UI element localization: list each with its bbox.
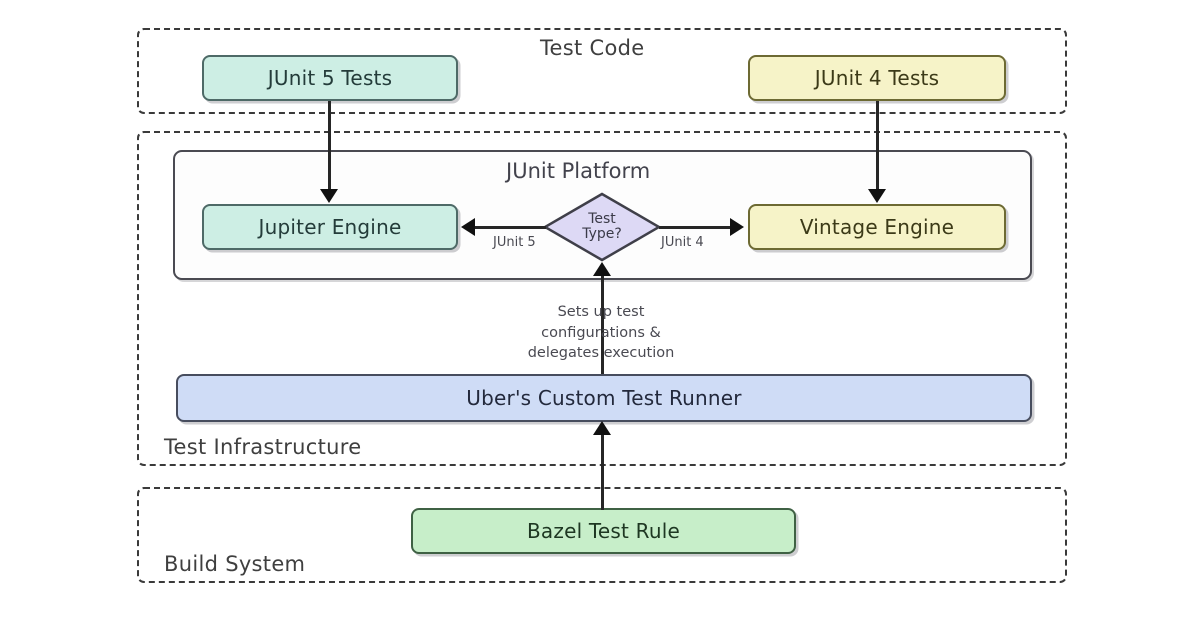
node-junit5-tests[interactable]: JUnit 5 Tests bbox=[202, 55, 458, 101]
node-junit4-tests[interactable]: JUnit 4 Tests bbox=[748, 55, 1006, 101]
edge-junit4-to-vintage-line bbox=[876, 101, 879, 191]
node-jupiter-engine[interactable]: Jupiter Engine bbox=[202, 204, 458, 250]
group-test-code bbox=[137, 28, 1067, 114]
edge-junit4-to-vintage-arrow bbox=[868, 189, 886, 203]
edge-label-junit5: JUnit 5 bbox=[493, 235, 536, 250]
panel-junit-platform-label: JUnit Platform bbox=[506, 159, 651, 183]
edge-bazel-to-runner-arrow bbox=[593, 421, 611, 435]
node-test-runner[interactable]: Uber's Custom Test Runner bbox=[176, 374, 1032, 422]
group-test-code-label: Test Code bbox=[540, 36, 645, 60]
node-junit4-tests-label: JUnit 4 Tests bbox=[814, 66, 940, 90]
node-vintage-engine-label: Vintage Engine bbox=[799, 215, 955, 239]
edge-testtype-to-vintage-arrow bbox=[730, 218, 744, 236]
node-junit5-tests-label: JUnit 5 Tests bbox=[267, 66, 393, 90]
node-test-runner-label: Uber's Custom Test Runner bbox=[466, 386, 742, 410]
node-vintage-engine[interactable]: Vintage Engine bbox=[748, 204, 1006, 250]
decision-diamond-shape bbox=[543, 192, 661, 262]
node-jupiter-engine-label: Jupiter Engine bbox=[258, 215, 402, 239]
group-test-infrastructure-label: Test Infrastructure bbox=[164, 435, 362, 459]
edge-label-runner-note: Sets up test configurations & delegates … bbox=[527, 304, 675, 362]
edge-junit5-to-jupiter-arrow bbox=[320, 189, 338, 203]
node-bazel-rule-label: Bazel Test Rule bbox=[527, 519, 680, 543]
edge-runner-to-testtype-line bbox=[601, 272, 604, 374]
edge-testtype-to-vintage-line bbox=[659, 226, 731, 229]
edge-testtype-to-jupiter-arrow bbox=[461, 218, 475, 236]
decision-test-type[interactable]: Test Type? bbox=[543, 192, 661, 262]
edge-testtype-to-jupiter-line bbox=[474, 226, 546, 229]
edge-label-junit4: JUnit 4 bbox=[661, 235, 704, 250]
edge-bazel-to-runner-line bbox=[601, 432, 604, 510]
node-bazel-rule[interactable]: Bazel Test Rule bbox=[411, 508, 796, 554]
edge-runner-to-testtype-arrow bbox=[593, 262, 611, 276]
group-build-system-label: Build System bbox=[164, 552, 306, 576]
edge-junit5-to-jupiter-line bbox=[328, 101, 331, 191]
